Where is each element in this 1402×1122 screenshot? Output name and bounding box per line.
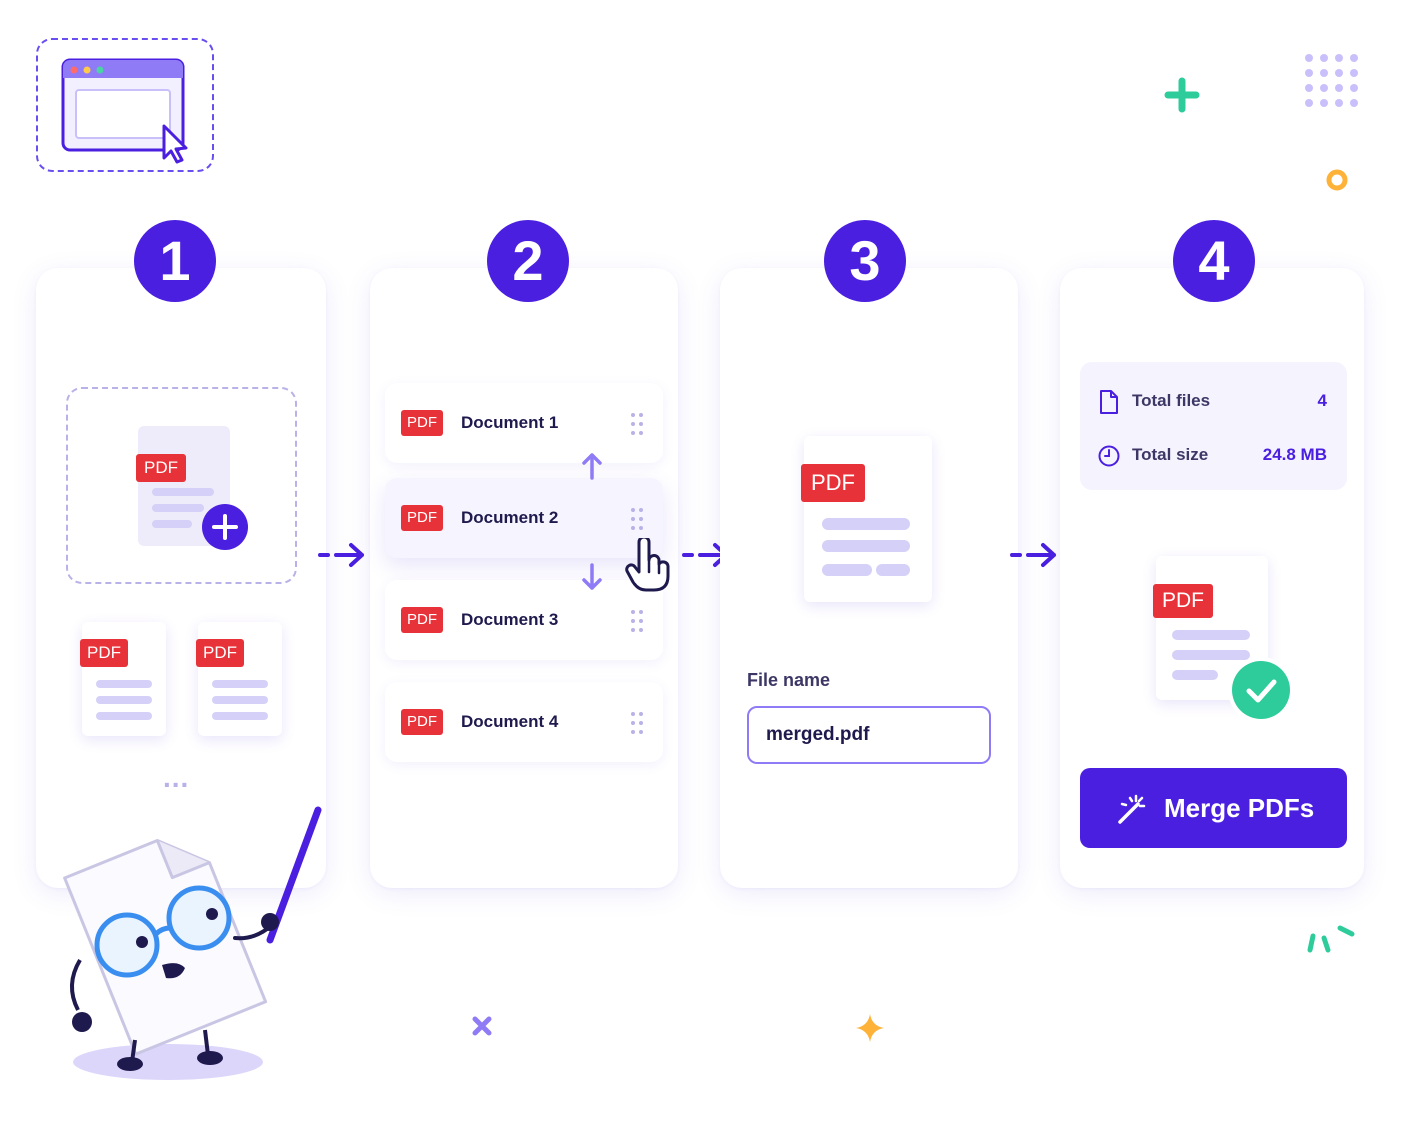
pdf-badge: PDF <box>401 709 443 735</box>
document-name: Document 2 <box>461 508 559 527</box>
document-name: Document 4 <box>461 712 559 731</box>
file-name-label: File name <box>747 670 831 690</box>
success-check-icon <box>1232 661 1290 719</box>
check-icon <box>1246 679 1277 703</box>
burst-lines-icon <box>1307 925 1355 953</box>
total-size-label: Total size <box>1132 445 1209 464</box>
upload-card <box>36 268 326 888</box>
merge-pdfs-button[interactable]: Merge PDFs <box>1080 768 1347 848</box>
more-files-indicator: ... <box>163 762 190 793</box>
pdf-mascot-illustration <box>63 806 322 1080</box>
pdf-badge: PDF <box>196 639 244 667</box>
clock-icon <box>1098 445 1120 467</box>
merge-button-label: Merge PDFs <box>1164 793 1315 823</box>
document-row-dragging[interactable]: PDF Document 2 <box>385 478 663 558</box>
pdf-badge: PDF <box>80 639 128 667</box>
document-row[interactable]: PDF Document 1 <box>385 383 663 463</box>
arrow-right-icon <box>1010 543 1056 567</box>
total-files-label: Total files <box>1132 391 1211 410</box>
step-3-badge: 3 <box>824 220 906 302</box>
hand-pointer-icon <box>625 538 670 592</box>
x-sparkle-icon <box>472 1016 492 1036</box>
add-file-button[interactable] <box>202 504 248 550</box>
step-2-badge: 2 <box>487 220 569 302</box>
pdf-badge: PDF <box>801 464 865 502</box>
upload-dropzone[interactable] <box>66 387 297 584</box>
pdf-badge: PDF <box>401 607 443 633</box>
ring-sparkle-icon <box>1326 169 1348 191</box>
dot-grid-icon <box>1305 54 1358 107</box>
plus-sparkle-icon <box>1164 77 1200 113</box>
cursor-arrow-icon <box>162 124 188 164</box>
reorder-card <box>370 268 678 888</box>
drag-handle-icon[interactable] <box>631 508 645 530</box>
document-name: Document 1 <box>461 413 559 432</box>
drag-handle-icon[interactable] <box>631 413 645 435</box>
file-name-input[interactable] <box>747 706 991 764</box>
total-files-value: 4 <box>1317 391 1327 410</box>
pdf-badge: PDF <box>136 454 186 482</box>
pdf-badge: PDF <box>401 505 443 531</box>
step-4-badge: 4 <box>1173 220 1255 302</box>
star-sparkle-icon <box>856 1014 884 1042</box>
document-row[interactable]: PDF Document 3 <box>385 580 663 660</box>
drag-handle-icon[interactable] <box>631 610 645 632</box>
total-size-value: 24.8 MB <box>1262 445 1327 464</box>
magic-wand-icon <box>1118 794 1146 824</box>
pdf-badge: PDF <box>1153 584 1213 618</box>
document-row[interactable]: PDF Document 4 <box>385 682 663 762</box>
merged-pdf-preview <box>804 436 932 602</box>
file-icon <box>1100 390 1118 414</box>
arrow-up-icon <box>582 453 602 480</box>
step-1-badge: 1 <box>134 220 216 302</box>
browser-window-icon <box>36 38 214 172</box>
drag-handle-icon[interactable] <box>631 712 645 734</box>
plus-icon <box>212 514 238 540</box>
document-name: Document 3 <box>461 610 559 629</box>
arrow-right-icon <box>318 543 364 567</box>
arrow-down-icon <box>582 563 602 590</box>
summary-panel: Total files 4 Total size 24.8 MB <box>1080 362 1347 490</box>
pdf-badge: PDF <box>401 410 443 436</box>
